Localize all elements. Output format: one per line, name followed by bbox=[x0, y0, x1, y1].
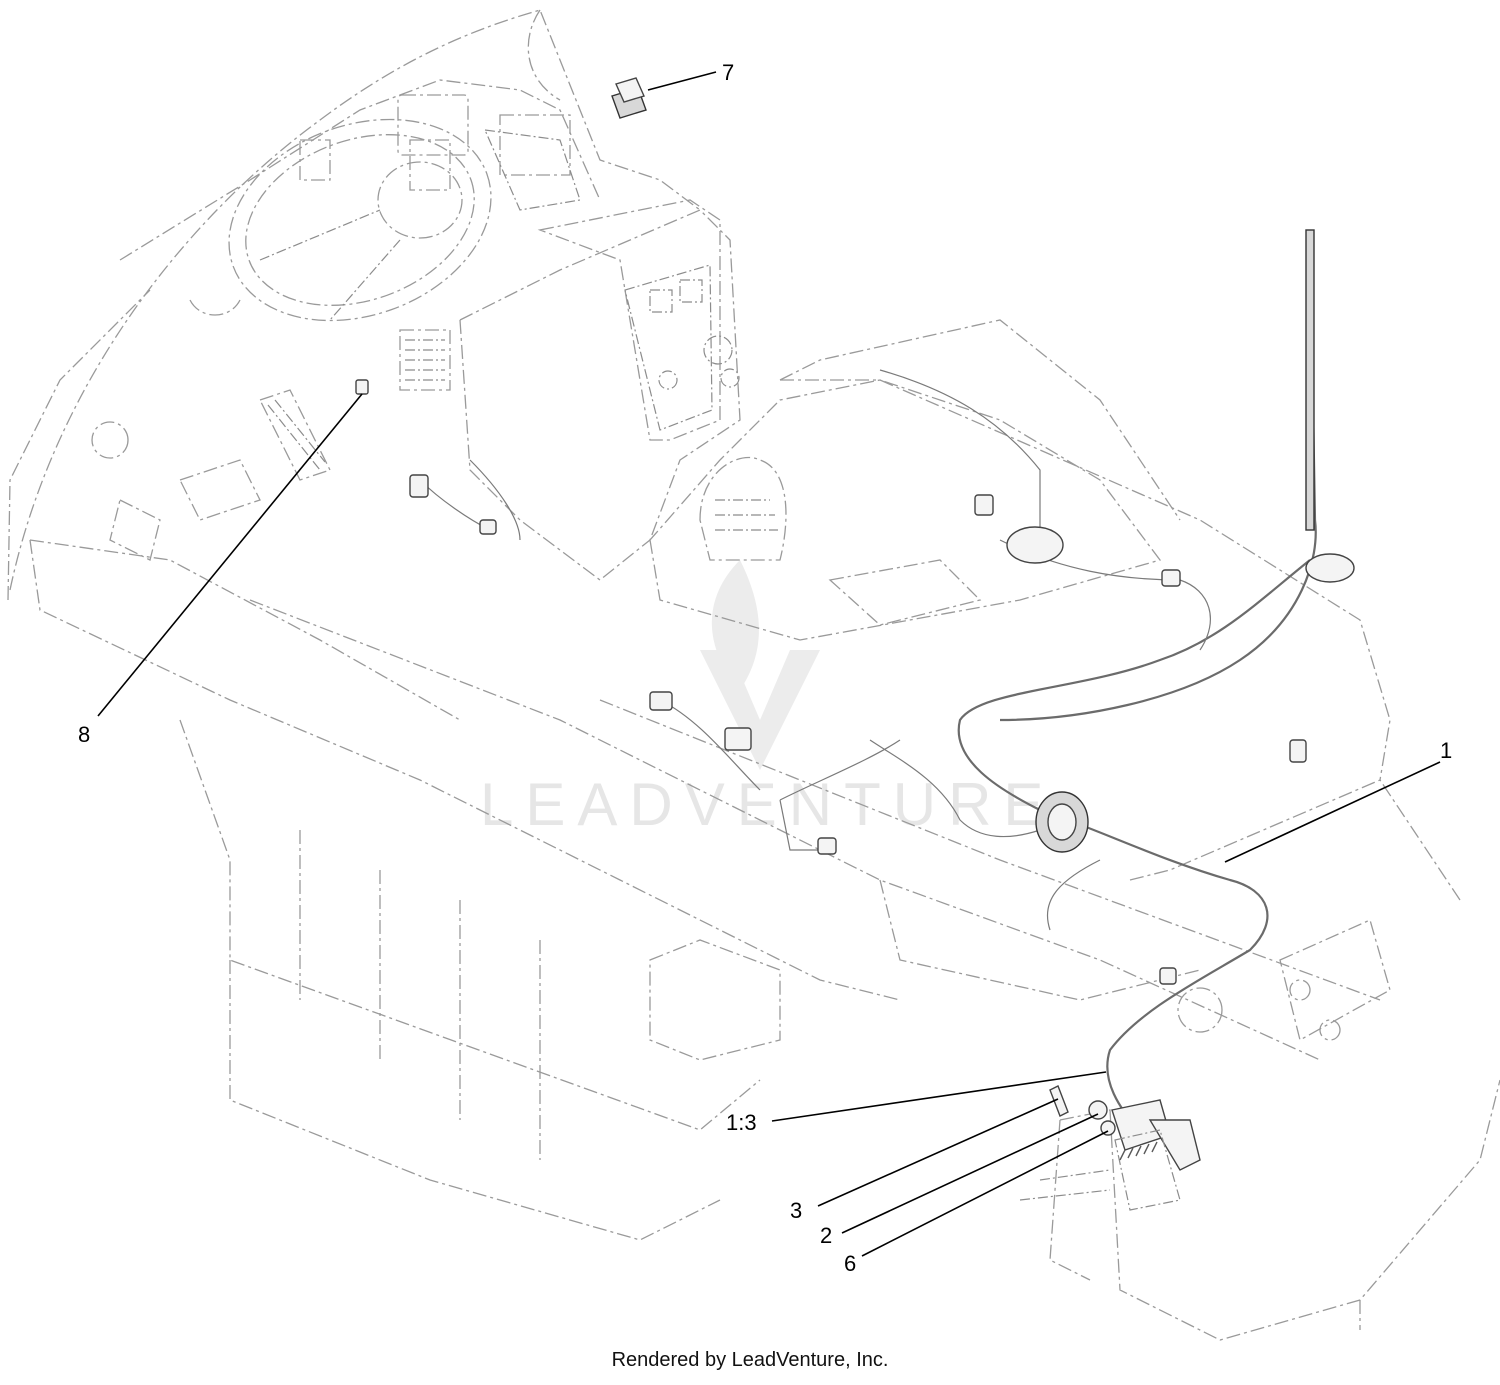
leader-2 bbox=[841, 1113, 1099, 1234]
callout-7: 7 bbox=[722, 60, 734, 85]
connectors bbox=[409, 474, 1355, 985]
callout-1-3: 1:3 bbox=[726, 1110, 757, 1135]
sensor-bracket bbox=[1049, 1085, 1201, 1211]
dashboard-outline bbox=[7, 9, 701, 721]
leader-6 bbox=[861, 1130, 1109, 1257]
watermark: LEADVENTURE bbox=[480, 560, 1055, 838]
callout-2: 2 bbox=[820, 1223, 832, 1248]
callout-labels: 7 8 1 1:3 3 2 6 bbox=[78, 60, 1452, 1276]
pedal-area bbox=[109, 389, 331, 561]
instrument-panel bbox=[91, 94, 581, 459]
wire-harness bbox=[419, 229, 1317, 1131]
credit-line: Rendered by LeadVenture, Inc. bbox=[611, 1349, 889, 1371]
callout-3: 3 bbox=[790, 1198, 802, 1223]
center-console bbox=[459, 199, 741, 581]
watermark-text: LEADVENTURE bbox=[480, 771, 1055, 838]
part-8-connector bbox=[355, 379, 369, 395]
callout-6: 6 bbox=[844, 1251, 856, 1276]
leader-1-3 bbox=[771, 1071, 1107, 1122]
leader-8 bbox=[97, 393, 363, 717]
seat-base bbox=[649, 319, 1181, 641]
leader-7 bbox=[647, 71, 717, 91]
callout-8: 8 bbox=[78, 722, 90, 747]
callout-1: 1 bbox=[1440, 738, 1452, 763]
leader-lines bbox=[97, 71, 1441, 1257]
part-7-switch bbox=[611, 77, 647, 119]
leader-1 bbox=[1224, 761, 1441, 863]
leader-3 bbox=[817, 1098, 1059, 1207]
chassis-frame bbox=[29, 379, 1500, 1341]
steering-wheel bbox=[228, 118, 492, 322]
